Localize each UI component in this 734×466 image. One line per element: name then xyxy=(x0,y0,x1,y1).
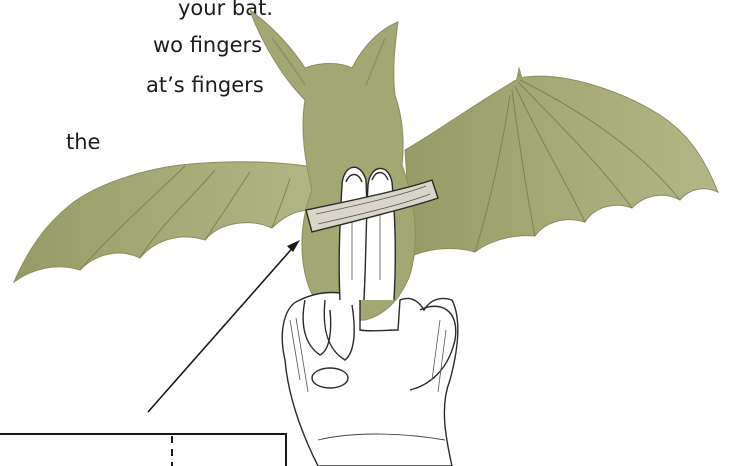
bat-right-wing xyxy=(405,76,718,256)
fold-template-box xyxy=(0,434,286,466)
pointer-arrow xyxy=(148,240,300,412)
bat-left-wing xyxy=(14,162,330,282)
